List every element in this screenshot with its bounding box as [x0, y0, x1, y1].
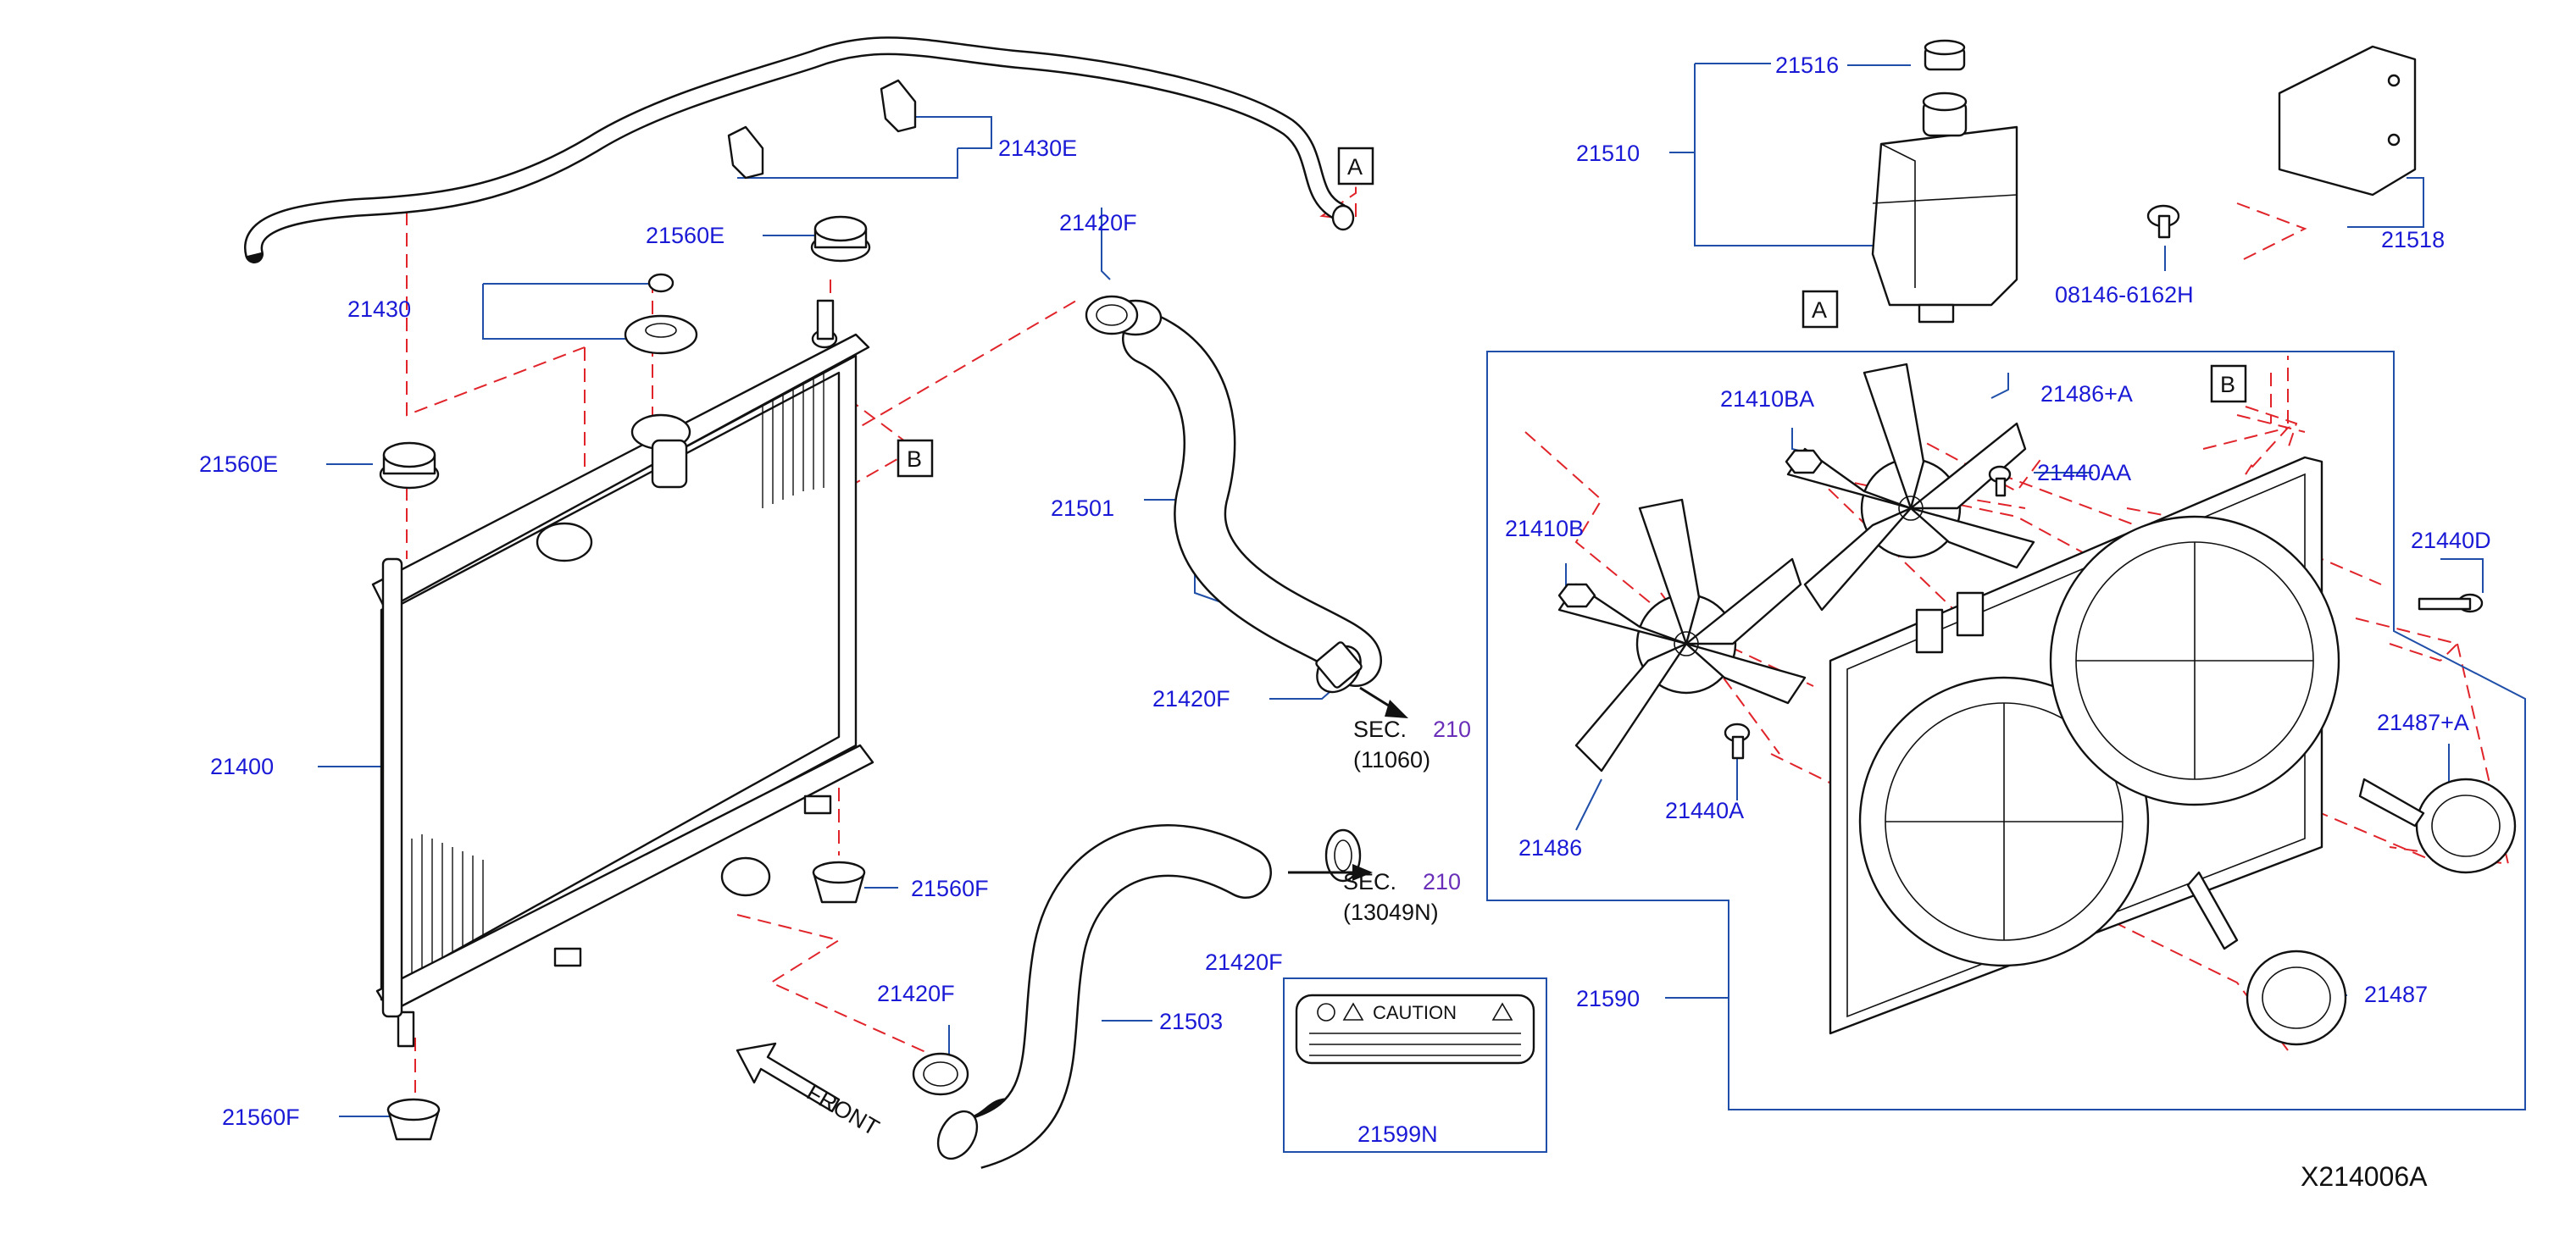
front-label: FRONT	[802, 1079, 884, 1140]
label-21487a: 21487+A	[2377, 710, 2469, 735]
reservoir-tank	[1871, 91, 2018, 324]
upper-radiator-hose	[1108, 299, 1382, 694]
svg-text:A: A	[1812, 297, 1827, 323]
radiator-cap	[624, 273, 698, 355]
label-21430e: 21430E	[998, 136, 1077, 161]
front-arrow-icon	[736, 1042, 841, 1113]
label-21486a: 21486+A	[2040, 381, 2133, 407]
reservoir-cap-21516	[1924, 39, 1966, 71]
section-ref-upper: SEC. 210 (11060)	[1353, 717, 1471, 772]
hose-clamp	[912, 295, 1363, 1096]
bolt-08146	[2146, 204, 2180, 239]
svg-text:B: B	[907, 446, 922, 472]
label-21510: 21510	[1576, 141, 1640, 166]
grommet-21560f-right	[812, 861, 866, 904]
label-21430: 21430	[347, 296, 411, 322]
fan-nut-21410b	[1557, 583, 1596, 608]
reservoir-hose	[244, 36, 1355, 263]
reservoir-bracket	[2278, 45, 2417, 197]
grommet-21560e-top	[810, 215, 871, 263]
label-21560f-bottom: 21560F	[222, 1105, 300, 1130]
ref-box-b-radiator: B	[897, 439, 934, 478]
label-21440d: 21440D	[2411, 528, 2491, 553]
fan-motor-21487a	[2358, 778, 2517, 874]
label-21420f-mid: 21420F	[1152, 686, 1230, 712]
svg-text:(13049N): (13049N)	[1343, 900, 1439, 925]
part-number-labels: 21516 21510 21518 08146-6162H 21430E 214…	[199, 53, 2491, 1147]
hose-clip-21430e	[727, 79, 917, 180]
ref-box-a-reservoir: A	[1802, 290, 1839, 329]
ref-box-a-top: A	[1337, 147, 1374, 186]
caution-triangle-icon	[1317, 1002, 1513, 1022]
svg-text:SEC.: SEC.	[1343, 869, 1396, 894]
label-21420f-top: 21420F	[1059, 210, 1137, 235]
fan-nut-21410ba	[1785, 449, 1824, 474]
screw-21440a	[1724, 723, 1751, 760]
label-21599n: 21599N	[1357, 1121, 1438, 1147]
label-21410b: 21410B	[1505, 516, 1584, 541]
label-21440a: 21440A	[1665, 798, 1744, 823]
svg-text:B: B	[2220, 372, 2235, 397]
screw-21440aa	[1988, 465, 2012, 497]
grommet-21560f-bottom	[386, 1098, 441, 1141]
label-21440aa: 21440AA	[2037, 460, 2131, 485]
fan-blade-21486	[1557, 498, 1807, 772]
label-21486: 21486	[1518, 835, 1582, 861]
radiator	[371, 299, 874, 1048]
bolt-21440d	[2418, 593, 2484, 613]
label-21487: 21487	[2364, 982, 2428, 1007]
label-08146-6162h: 08146-6162H	[2055, 282, 2194, 307]
label-21503: 21503	[1159, 1009, 1223, 1034]
svg-text:210: 210	[1433, 717, 1471, 742]
lower-radiator-hose	[936, 824, 1272, 1169]
fan-motor-21487	[2186, 871, 2347, 1046]
label-21560e-top: 21560E	[646, 223, 724, 248]
svg-text:SEC.: SEC.	[1353, 717, 1407, 742]
svg-text:(11060): (11060)	[1353, 747, 1430, 772]
label-21400: 21400	[210, 754, 274, 779]
label-21420f-low: 21420F	[877, 981, 955, 1006]
section-ref-lower: SEC. 210 (13049N)	[1343, 869, 1461, 925]
svg-text:A: A	[1347, 154, 1363, 180]
label-21420f-clamp: 21420F	[1205, 950, 1283, 975]
grommet-21560e-left	[379, 441, 440, 490]
caution-text: CAUTION	[1373, 1002, 1457, 1023]
label-21590: 21590	[1576, 986, 1640, 1011]
ref-box-b-shroud: B	[2210, 364, 2247, 403]
caution-label-box: CAUTION	[1283, 977, 1547, 1153]
label-21560f-right: 21560F	[911, 876, 989, 901]
label-21501: 21501	[1051, 496, 1114, 521]
label-21518: 21518	[2381, 227, 2445, 252]
svg-text:210: 210	[1423, 869, 1461, 894]
label-21516: 21516	[1775, 53, 1839, 78]
label-21410ba: 21410BA	[1720, 386, 1814, 412]
diagram-id: X214006A	[2301, 1161, 2428, 1192]
label-21560e-left: 21560E	[199, 451, 278, 477]
section-arrow-icon	[1288, 686, 1408, 881]
radiator-fins	[411, 371, 824, 974]
leader-lines	[318, 63, 2526, 1117]
